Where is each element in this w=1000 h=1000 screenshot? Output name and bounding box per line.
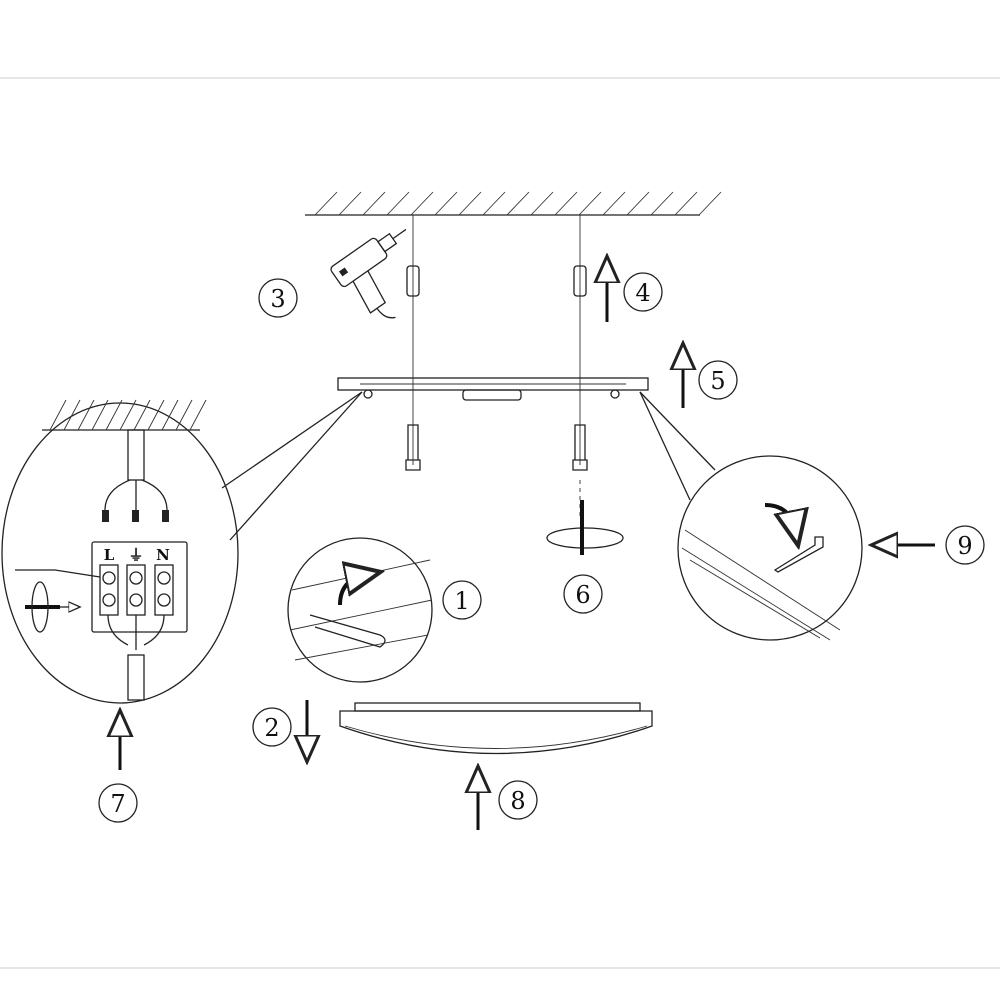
callout-wiring: L ⏚ N (1, 391, 363, 704)
step-number: 5 (710, 367, 725, 395)
ceiling (305, 191, 722, 216)
step-4-marker: 4 (623, 272, 663, 312)
step-number: 6 (575, 581, 590, 609)
step-1-marker: 1 (442, 580, 482, 620)
step-5-marker: 5 (698, 360, 738, 400)
rotate-icon (546, 500, 624, 555)
step-number: 7 (110, 790, 125, 818)
suspension-wires (406, 215, 587, 465)
drill-icon (330, 228, 407, 319)
step-number: 1 (454, 587, 469, 615)
step-number: 2 (264, 714, 279, 742)
step-8-marker: 8 (498, 780, 538, 820)
step-number: 8 (510, 787, 525, 815)
callout-clip (287, 537, 433, 683)
mounting-plate (337, 377, 649, 401)
step-number: 3 (270, 285, 285, 313)
callout-latch (639, 391, 863, 641)
terminal-neutral-label: N (156, 546, 170, 564)
step-3-marker: 3 (258, 278, 298, 318)
lamp-shade (339, 702, 653, 755)
terminal-live-label: L (104, 546, 115, 564)
step-9-marker: 9 (945, 525, 985, 565)
step-7-marker: 7 (98, 783, 138, 823)
step-6-marker: 6 (563, 574, 603, 614)
step-number: 9 (957, 532, 972, 560)
step-2-marker: 2 (252, 707, 292, 747)
arrows (120, 268, 935, 830)
terminal-earth-label: ⏚ (128, 546, 143, 564)
screws (405, 424, 588, 520)
step-number: 4 (635, 279, 650, 307)
